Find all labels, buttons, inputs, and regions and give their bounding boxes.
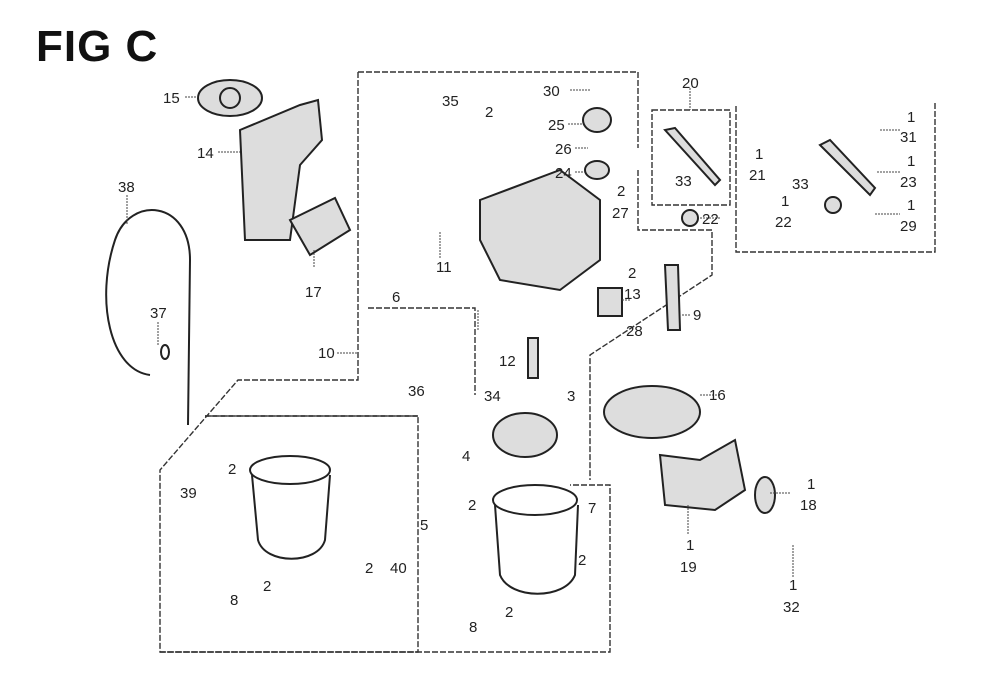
callout-6: 6 — [392, 289, 400, 306]
callout-8a-qty: 2 — [263, 578, 271, 595]
callout-38: 38 — [118, 179, 135, 196]
spring-22a — [681, 209, 699, 227]
callout-31: 31 — [900, 129, 917, 146]
callout-21: 21 — [749, 167, 766, 184]
float-bowl-5 — [492, 484, 578, 516]
carburetor-body-1 — [479, 168, 601, 292]
callout-40: 40 — [390, 560, 407, 577]
callout-35: 35 — [442, 93, 459, 110]
callout-13-qty: 2 — [628, 265, 636, 282]
gasket-17 — [288, 196, 352, 257]
spring-22b — [824, 196, 842, 214]
callout-18-qty: 1 — [807, 476, 815, 493]
callout-22b-qty: 1 — [781, 193, 789, 210]
pilot-screw-box — [368, 307, 476, 395]
callout-32-qty: 1 — [789, 577, 797, 594]
callout-13: 13 — [624, 286, 641, 303]
callout-7-qty: 2 — [578, 552, 586, 569]
tube-38 — [105, 209, 192, 426]
callout-40-qty: 2 — [365, 560, 373, 577]
callout-17: 17 — [305, 284, 322, 301]
callout-4: 4 — [462, 448, 470, 465]
callout-11: 11 — [436, 259, 452, 276]
lever-kit-box-21 — [735, 102, 936, 253]
cap-25 — [582, 107, 612, 133]
callout-3: 3 — [567, 388, 575, 405]
callout-18: 18 — [800, 497, 817, 514]
callout-32: 32 — [783, 599, 800, 616]
float-bowl-39 — [249, 455, 331, 485]
collar-24 — [584, 160, 610, 180]
callout-12: 12 — [499, 353, 516, 370]
float-bowl-subbox — [160, 484, 611, 653]
callout-29: 29 — [900, 218, 917, 235]
callout-labels: 15 14 38 37 17 10 35 2 30 25 26 24 2 27 … — [118, 75, 917, 636]
callout-37: 37 — [150, 305, 167, 322]
callout-21-qty: 1 — [755, 146, 763, 163]
callout-22a: 22 — [702, 211, 719, 228]
clip-37 — [160, 344, 170, 360]
lever-20 — [663, 126, 722, 187]
valve-9 — [663, 264, 682, 331]
callout-31-qty: 1 — [907, 109, 915, 126]
pilot-jet-12 — [527, 337, 539, 379]
callout-36: 36 — [408, 383, 425, 400]
lever-21 — [818, 138, 877, 197]
callout-28: 28 — [626, 323, 643, 340]
callout-29-qty: 1 — [907, 197, 915, 214]
callout-8b: 8 — [469, 619, 477, 636]
callout-23-qty: 1 — [907, 153, 915, 170]
callout-26: 26 — [555, 141, 572, 158]
callout-5: 5 — [420, 517, 428, 534]
lever-kit-box-20 — [651, 109, 731, 206]
float-4 — [492, 412, 558, 458]
callout-27: 27 — [612, 205, 629, 222]
callout-23: 23 — [900, 174, 917, 191]
callout-14: 14 — [197, 145, 214, 162]
leader-lines — [126, 88, 900, 578]
callout-24: 24 — [555, 165, 572, 182]
callout-8b-qty: 2 — [505, 604, 513, 621]
callout-25: 25 — [548, 117, 565, 134]
callout-35-qty: 2 — [485, 104, 493, 121]
figure-title: FIG C — [36, 22, 159, 71]
callout-34: 34 — [484, 388, 501, 405]
bracket-14 — [238, 98, 324, 241]
callout-33a: 33 — [675, 173, 692, 190]
group-boxes — [159, 71, 936, 653]
callout-15: 15 — [163, 90, 180, 107]
callout-20: 20 — [682, 75, 699, 92]
callout-10: 10 — [318, 345, 335, 362]
carburetor-group-box — [159, 71, 713, 653]
callout-33b: 33 — [792, 176, 809, 193]
callout-39-qty: 2 — [228, 461, 236, 478]
callout-5-qty: 2 — [468, 497, 476, 514]
jet-28 — [597, 287, 623, 317]
callout-27-qty: 2 — [617, 183, 625, 200]
bracket-19 — [658, 438, 747, 512]
callout-19: 19 — [680, 559, 697, 576]
callout-30: 30 — [543, 83, 560, 100]
clip-18 — [754, 476, 776, 514]
callout-19-qty: 1 — [686, 537, 694, 554]
part-glyphs — [105, 79, 877, 595]
callout-9: 9 — [693, 307, 701, 324]
callout-7: 7 — [588, 500, 596, 517]
callout-39: 39 — [180, 485, 197, 502]
insulator-16 — [603, 385, 701, 439]
callout-22b: 22 — [775, 214, 792, 231]
callout-16: 16 — [709, 387, 726, 404]
callout-8a: 8 — [230, 592, 238, 609]
gasket-15 — [197, 79, 263, 117]
